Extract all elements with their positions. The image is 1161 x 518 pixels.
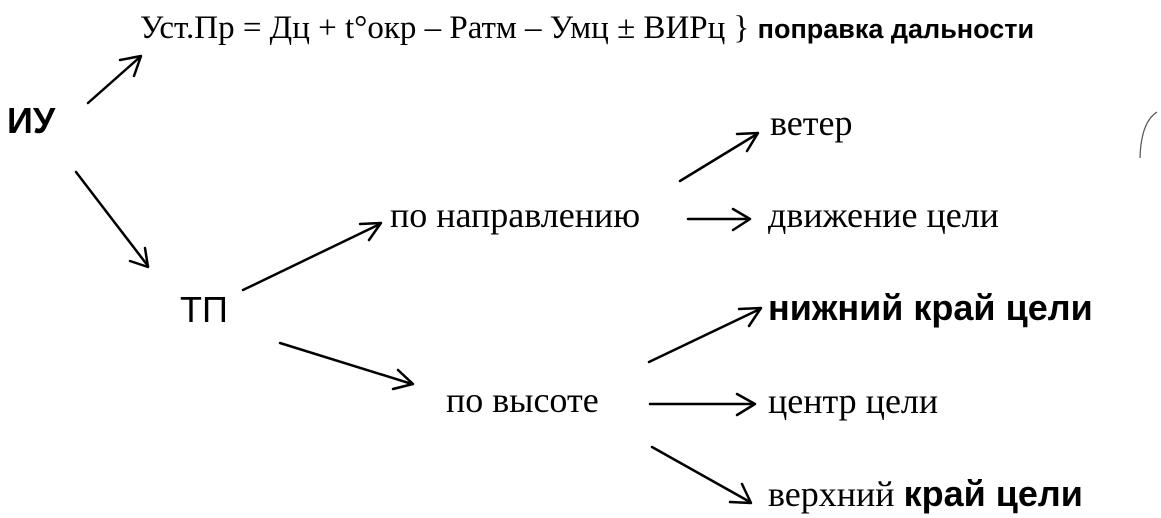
formula-brace: } [733,10,750,46]
arrow-tp-to-height [278,341,415,391]
node-upper-edge: верхний край цели [768,473,1083,514]
arrow-direction-to-wind [678,131,760,183]
formula-note: поправка дальности [757,14,1035,44]
arrow-direction-to-motion [686,207,752,232]
node-by-height: по высоте [446,380,599,420]
node-wind: ветер [770,103,853,143]
formula-main: Уст.Пр = Дц + t°окр – Ратм – Умц ± ВИРц [140,10,726,46]
arrow-iu-to-tp [74,170,150,269]
node-iu: ИУ [7,100,56,141]
node-lower-edge: нижний край цели [768,287,1093,328]
arrow-height-to-center [648,392,757,417]
arrow-iu-to-formula [86,54,143,105]
arrow-height-to-lower-edge [647,306,763,364]
node-tp: ТП [180,289,228,330]
node-by-direction: по направлению [390,195,641,235]
node-upper-edge-rest: край цели [903,473,1083,514]
scan-mark [1139,111,1158,159]
formula: Уст.Пр = Дц + t°окр – Ратм – Умц ± ВИРц … [140,12,1034,45]
arrow-tp-to-direction [241,221,383,292]
node-target-center: центр цели [768,381,939,421]
arrow-height-to-upper-edge [650,445,753,505]
node-upper-edge-word: верхний [768,474,895,514]
node-target-motion: движение цели [768,195,999,235]
